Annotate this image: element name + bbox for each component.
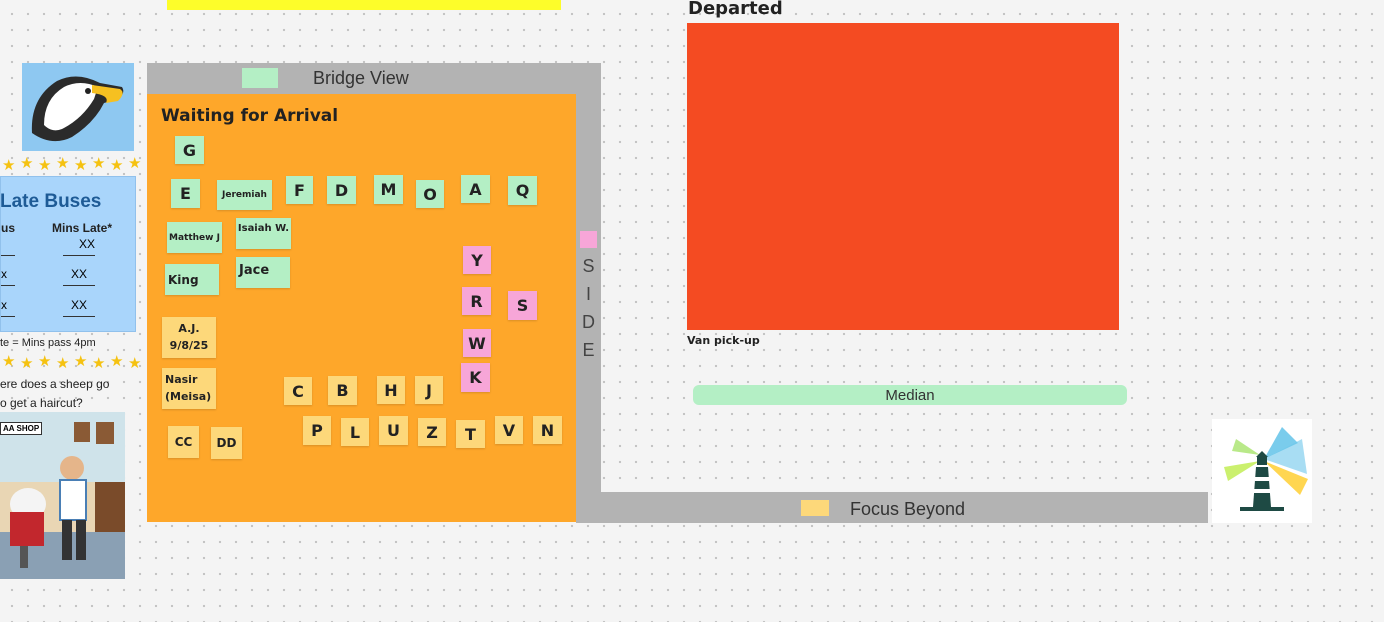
sticky-note-dd[interactable]: DD — [211, 427, 242, 459]
late-buses-panel[interactable]: Late Buses us Mins Late* XX x XX x XX — [0, 176, 136, 332]
side-marker[interactable] — [580, 231, 597, 248]
sticky-note-m[interactable]: M — [374, 175, 403, 204]
departed-title: Departed — [688, 0, 783, 19]
side-letter-i: I — [585, 284, 591, 304]
sticky-note-nasir[interactable]: Nasir (Meisa) — [162, 368, 216, 409]
bridge-view-marker[interactable] — [242, 68, 278, 88]
eagle-mascot-icon — [22, 63, 134, 151]
sticky-note-h[interactable]: H — [377, 376, 405, 404]
sticky-note-w[interactable]: W — [463, 329, 491, 357]
side-label: S I D E — [576, 252, 601, 364]
sticky-note-y[interactable]: Y — [463, 246, 491, 274]
late-bus-row-1-bus — [1, 237, 15, 256]
sticky-note-u[interactable]: U — [379, 416, 408, 445]
bridge-view-label: Bridge View — [313, 68, 409, 88]
sticky-note-matthew-j[interactable]: Matthew J — [167, 222, 222, 253]
departed-area[interactable] — [687, 23, 1119, 330]
joke-line-2: o get a haircut? — [0, 396, 83, 410]
sticky-note-jace[interactable]: Jace — [236, 257, 290, 288]
side-letter-e: E — [582, 340, 595, 360]
late-bus-row-2-mins: XX — [63, 267, 95, 286]
waiting-title: Waiting for Arrival — [161, 106, 339, 126]
late-buses-col-mins: Mins Late* — [52, 221, 113, 235]
focus-beyond-marker[interactable] — [801, 500, 829, 516]
sticky-note-g[interactable]: G — [175, 136, 204, 164]
sticky-note-jeremiah[interactable]: Jeremiah — [217, 180, 272, 210]
sticky-note-s[interactable]: S — [508, 291, 537, 320]
sticky-note-f[interactable]: F — [286, 176, 313, 204]
focus-beyond-label: Focus Beyond — [850, 499, 966, 519]
side-letter-d: D — [582, 312, 595, 332]
sticky-note-k[interactable]: K — [461, 363, 490, 392]
van-pickup-label: Van pick-up — [687, 334, 760, 347]
sticky-note-j[interactable]: J — [415, 376, 443, 404]
sticky-note-o[interactable]: O — [416, 180, 444, 208]
sticky-note-b[interactable]: B — [328, 376, 357, 405]
joke-line-1: ere does a sheep go — [0, 377, 110, 391]
sticky-note-z[interactable]: Z — [418, 418, 446, 446]
late-bus-row-1-mins: XX — [63, 237, 95, 256]
sticky-note-d[interactable]: D — [327, 176, 356, 204]
star-divider-bottom: ★★★★★★★★ — [2, 353, 142, 372]
sticky-note-e[interactable]: E — [171, 179, 200, 208]
late-bus-row-2-bus: x — [1, 267, 15, 286]
sticky-note-isaiah-w[interactable]: Isaiah W. — [236, 218, 291, 249]
sticky-note-t[interactable]: T — [456, 420, 485, 448]
sticky-note-v[interactable]: V — [495, 416, 523, 444]
median-bar[interactable]: Median — [693, 385, 1127, 405]
sticky-note-l[interactable]: L — [341, 418, 369, 446]
sticky-note-c[interactable]: C — [284, 377, 312, 405]
late-bus-row-3-bus: x — [1, 298, 15, 317]
side-letter-s: S — [582, 256, 595, 276]
sticky-note-cc[interactable]: CC — [168, 426, 199, 458]
barbershop-sign: AA SHOP — [0, 422, 43, 435]
late-bus-row-3-mins: XX — [63, 298, 95, 317]
lighthouse-logo-icon — [1212, 419, 1312, 523]
sticky-note-king[interactable]: King — [165, 264, 219, 295]
sheep-barbershop-illustration: AA SHOP — [0, 412, 125, 579]
late-buses-title: Late Buses — [0, 191, 102, 212]
road-side — [576, 63, 601, 523]
road-top-bridge — [147, 63, 601, 94]
late-buses-col-bus: us — [1, 221, 16, 235]
sticky-note-p[interactable]: P — [303, 416, 331, 445]
sticky-note-aj[interactable]: A.J. 9/8/25 — [162, 317, 216, 358]
sticky-note-n[interactable]: N — [533, 416, 562, 444]
late-buses-footnote: te = Mins pass 4pm — [0, 337, 96, 349]
top-yellow-banner[interactable] — [167, 0, 561, 10]
median-label: Median — [885, 386, 935, 404]
sticky-note-r[interactable]: R — [462, 287, 491, 315]
star-divider-top: ★★★★★★★★ — [2, 155, 142, 174]
sticky-note-a[interactable]: A — [461, 175, 490, 203]
sticky-note-q[interactable]: Q — [508, 176, 537, 205]
road-bottom — [576, 492, 1208, 523]
